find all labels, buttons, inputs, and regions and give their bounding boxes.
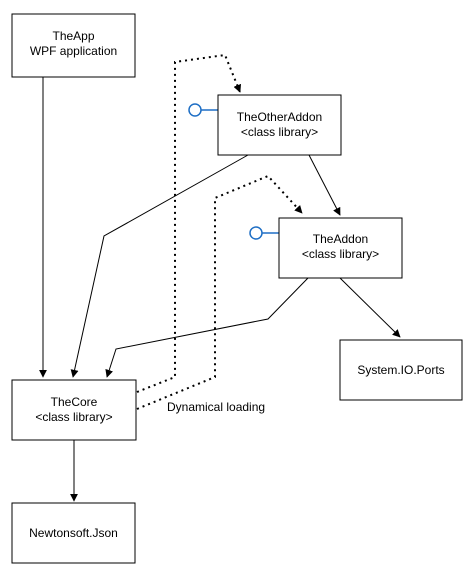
node-thecore-title: TheCore	[51, 395, 98, 409]
node-newtonsoft-title: Newtonsoft.Json	[29, 526, 118, 540]
node-theotheraddon[interactable]: TheOtherAddon <class library>	[217, 94, 342, 156]
node-theapp-title: TheApp	[52, 29, 94, 43]
node-newtonsoft[interactable]: Newtonsoft.Json	[11, 502, 136, 564]
node-newtonsoft-box	[11, 502, 136, 564]
node-theaddon-title: TheAddon	[313, 232, 368, 246]
interface-symbols	[188, 103, 279, 240]
node-systemioports-box	[339, 339, 463, 401]
node-theotheraddon-title: TheOtherAddon	[237, 110, 322, 124]
node-theaddon-subtitle: <class library>	[302, 247, 379, 261]
node-theaddon[interactable]: TheAddon <class library>	[278, 217, 403, 279]
node-thecore-box	[11, 379, 137, 441]
node-thecore[interactable]: TheCore <class library>	[11, 379, 137, 441]
dynamic-load-theotheraddon	[136, 53, 242, 393]
node-systemioports-title: System.IO.Ports	[357, 363, 444, 377]
interface-icon-theotheraddon	[188, 103, 202, 117]
edge-theaddon-to-systemioports	[339, 277, 401, 338]
node-theotheraddon-subtitle: <class library>	[241, 125, 318, 139]
dotted-edges	[136, 53, 303, 410]
interface-icon-theaddon	[249, 226, 263, 240]
edge-theotheraddon-to-theaddon	[308, 154, 341, 216]
node-theotheraddon-box	[217, 94, 342, 156]
node-systemioports[interactable]: System.IO.Ports	[339, 339, 463, 401]
node-thecore-subtitle: <class library>	[35, 410, 112, 424]
edges	[39, 77, 401, 502]
edge-theotheraddon-to-thecore	[70, 154, 249, 378]
edge-theaddon-to-thecore	[105, 277, 309, 378]
dynamical-loading-label: Dynamical loading	[167, 400, 265, 414]
node-theapp[interactable]: TheApp WPF application	[11, 13, 136, 78]
node-theapp-subtitle: WPF application	[30, 44, 117, 58]
node-theaddon-box	[278, 217, 403, 279]
dynamic-load-theaddon	[136, 174, 303, 410]
node-theapp-box	[11, 13, 136, 78]
